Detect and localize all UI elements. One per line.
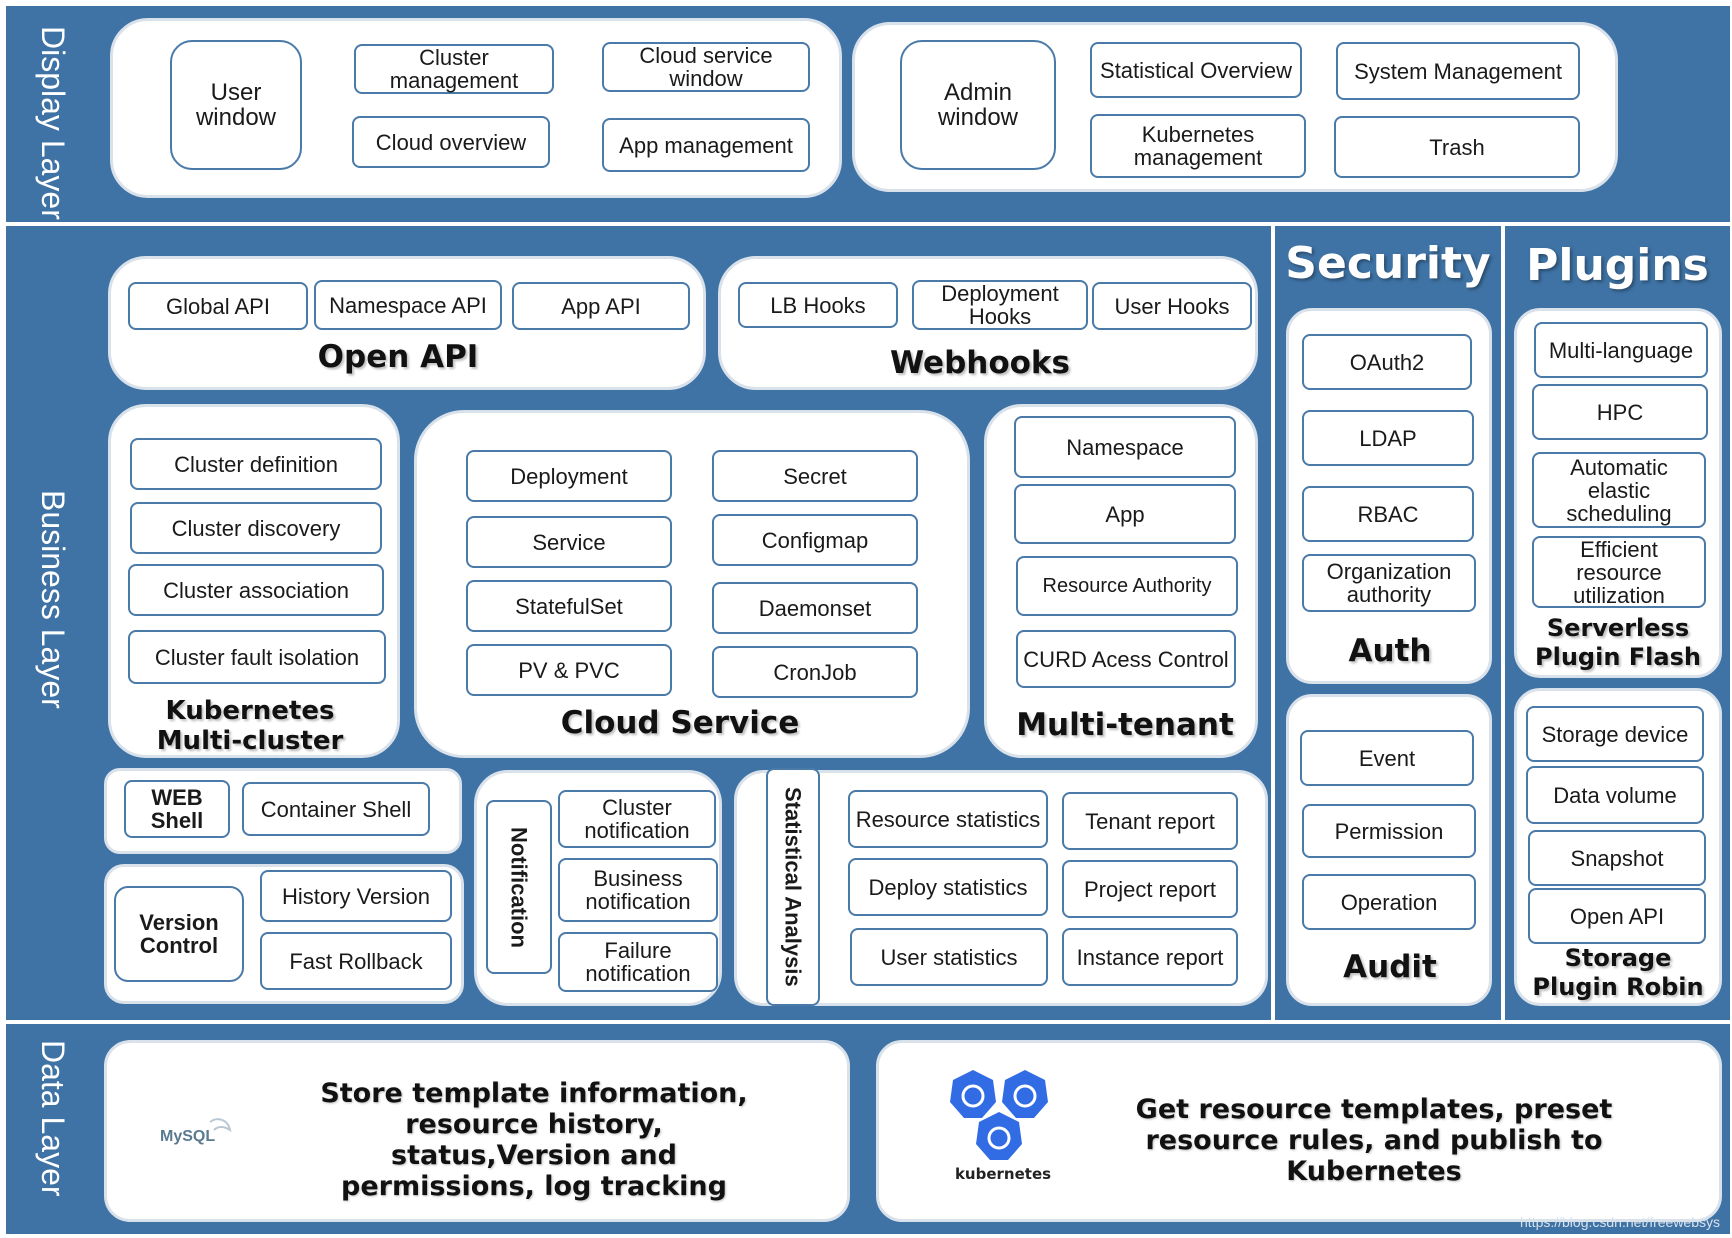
system-management-box[interactable]: System Management [1336, 42, 1580, 100]
service-box[interactable]: Service [466, 516, 672, 568]
multitenant-title: Multi-tenant [1016, 707, 1234, 743]
kubernetes-management-box[interactable]: Kubernetes management [1090, 114, 1306, 178]
deploy-statistics-box[interactable]: Deploy statistics [848, 858, 1048, 916]
namespace-box[interactable]: Namespace [1014, 416, 1236, 478]
cluster-notification-box[interactable]: Cluster notification [558, 790, 716, 848]
cluster-fault-isolation-box[interactable]: Cluster fault isolation [128, 630, 386, 684]
cloud-overview-box[interactable]: Cloud overview [352, 116, 550, 168]
cronjob-box[interactable]: CronJob [712, 646, 918, 698]
user-window-box[interactable]: User window [170, 40, 302, 170]
failure-notification-box[interactable]: Failure notification [558, 932, 718, 992]
plugins-header: Plugins [1526, 240, 1709, 291]
fast-rollback-box[interactable]: Fast Rollback [260, 932, 452, 990]
business-notification-box[interactable]: Business notification [558, 858, 718, 922]
watermark-url: https://blog.csdn.net/freewebsys [1520, 1214, 1720, 1230]
namespace-api-box[interactable]: Namespace API [314, 280, 502, 330]
history-version-box[interactable]: History Version [260, 870, 452, 922]
hpc-box[interactable]: HPC [1532, 384, 1708, 440]
user-hooks-box[interactable]: User Hooks [1092, 282, 1252, 330]
kubernetes-logo-text: kubernetes [954, 1165, 1052, 1183]
secret-box[interactable]: Secret [712, 450, 918, 502]
multi-language-box[interactable]: Multi-language [1534, 322, 1708, 378]
daemonset-box[interactable]: Daemonset [712, 582, 918, 634]
audit-title: Audit [1343, 949, 1437, 985]
deployment-hooks-box[interactable]: Deployment Hooks [912, 280, 1088, 330]
serverless-plugin-flash-title: Serverless Plugin Flash [1535, 614, 1701, 671]
resource-statistics-box[interactable]: Resource statistics [848, 790, 1048, 848]
trash-box[interactable]: Trash [1334, 116, 1580, 178]
global-api-box[interactable]: Global API [128, 282, 308, 330]
deployment-box[interactable]: Deployment [466, 450, 672, 502]
open-api-title: Open API [317, 339, 479, 375]
storage-description: Store template information, resource his… [320, 1078, 748, 1202]
pv-pvc-box[interactable]: PV & PVC [466, 644, 672, 696]
statistical-overview-box[interactable]: Statistical Overview [1090, 42, 1302, 98]
kubernetes-logo-icon [950, 1070, 1048, 1160]
kubernetes-description: Get resource templates, preset resource … [1135, 1094, 1613, 1187]
mysql-logo-text: MySQL [160, 1128, 215, 1145]
display-layer-label: Display Layer [35, 26, 71, 220]
webhooks-title: Webhooks [889, 345, 1071, 381]
resource-authority-box[interactable]: Resource Authority [1016, 556, 1238, 616]
cloud-service-title: Cloud Service [560, 705, 800, 741]
event-box[interactable]: Event [1300, 730, 1474, 786]
curd-access-control-box[interactable]: CURD Acess Control [1016, 630, 1236, 688]
storage-device-box[interactable]: Storage device [1526, 706, 1704, 762]
rbac-box[interactable]: RBAC [1302, 486, 1474, 542]
automatic-elastic-scheduling-box[interactable]: Automatic elastic scheduling [1532, 452, 1706, 528]
storage-plugin-robin-title: Storage Plugin Robin [1532, 944, 1704, 1001]
snapshot-box[interactable]: Snapshot [1528, 830, 1706, 886]
user-statistics-box[interactable]: User statistics [850, 928, 1048, 986]
auth-title: Auth [1348, 633, 1432, 669]
mysql-logo-icon: MySQL [160, 1118, 232, 1145]
cluster-association-box[interactable]: Cluster association [128, 564, 384, 616]
app-management-box[interactable]: App management [602, 118, 810, 172]
admin-window-box[interactable]: Admin window [900, 40, 1056, 170]
configmap-box[interactable]: Configmap [712, 514, 918, 566]
efficient-resource-utilization-box[interactable]: Efficient resource utilization [1532, 536, 1706, 608]
container-shell-box[interactable]: Container Shell [242, 782, 430, 836]
plugin-open-api-box[interactable]: Open API [1528, 888, 1706, 944]
storage-data-panel [104, 1040, 850, 1222]
app-api-box[interactable]: App API [512, 282, 690, 330]
web-shell-box[interactable]: WEB Shell [124, 780, 230, 838]
operation-box[interactable]: Operation [1302, 874, 1476, 930]
multicluster-title: Kubernetes Multi-cluster [156, 696, 344, 756]
permission-box[interactable]: Permission [1302, 804, 1476, 858]
cluster-definition-box[interactable]: Cluster definition [130, 438, 382, 490]
organization-authority-box[interactable]: Organization authority [1302, 554, 1476, 612]
ldap-box[interactable]: LDAP [1302, 410, 1474, 466]
data-volume-box[interactable]: Data volume [1526, 766, 1704, 824]
tenant-report-box[interactable]: Tenant report [1062, 792, 1238, 850]
version-control-box[interactable]: Version Control [114, 886, 244, 982]
instance-report-box[interactable]: Instance report [1062, 928, 1238, 986]
cluster-management-box[interactable]: Cluster management [354, 44, 554, 94]
statefulset-box[interactable]: StatefulSet [466, 580, 672, 632]
oauth2-box[interactable]: OAuth2 [1302, 334, 1472, 390]
business-layer-label: Business Layer [35, 490, 71, 709]
statistical-analysis-label-box: Statistical Analysis [766, 768, 820, 1006]
security-header: Security [1285, 238, 1491, 289]
cluster-discovery-box[interactable]: Cluster discovery [130, 502, 382, 554]
data-layer-label: Data Layer [35, 1040, 71, 1197]
project-report-box[interactable]: Project report [1062, 860, 1238, 918]
notification-label-box: Notification [486, 800, 552, 974]
cloud-service-window-box[interactable]: Cloud service window [602, 42, 810, 92]
app-box[interactable]: App [1014, 484, 1236, 544]
lb-hooks-box[interactable]: LB Hooks [738, 282, 898, 328]
